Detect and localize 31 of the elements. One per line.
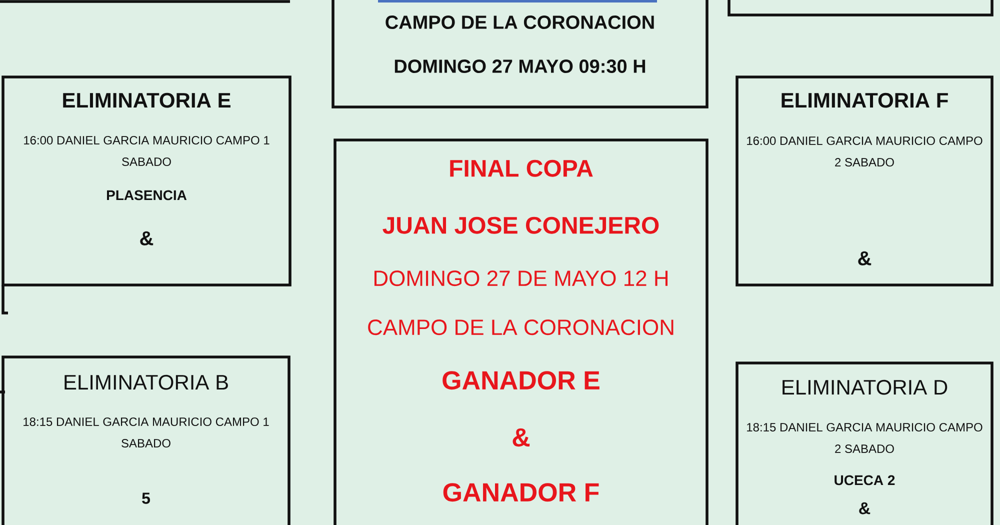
match-title: ELIMINATORIA D (782, 380, 948, 395)
ampersand: & (140, 231, 154, 246)
date-text: DOMINGO 27 DE MAYO 12 H (374, 270, 668, 286)
team-slot: GANADOR E (442, 371, 600, 390)
match-title: ELIMINATORIA F (782, 92, 948, 108)
match-time: 18:15 DANIEL GARCIA MAURICIO CAMPO 1 SABADO (24, 418, 269, 448)
match-box (728, 0, 994, 16)
ampersand: & (512, 428, 530, 447)
cup-name: JUAN JOSE CONEJERO (382, 216, 659, 234)
final-title: FINAL COPA (450, 160, 593, 177)
ampersand: & (859, 502, 870, 514)
match-box (0, 0, 290, 3)
venue-text: CAMPO DE LA CORONACION (386, 16, 654, 29)
team-name: PLASENCIA (107, 190, 187, 200)
match-time: 18:15 DANIEL GARCIA MAURICIO CAMPO 2 SABADO (747, 423, 982, 453)
match-title: ELIMINATORIA B (64, 374, 228, 390)
match-box (736, 362, 994, 525)
date-text: DOMINGO 27 MAYO 09:30 H (394, 60, 646, 74)
match-box (736, 76, 994, 286)
score: 5 (142, 492, 150, 504)
match-time: 16:00 DANIEL GARCIA MAURICIO CAMPO 2 SABADO (747, 136, 982, 166)
match-box (332, 0, 708, 108)
match-title: ELIMINATORIA E (63, 92, 230, 108)
venue-text: CAMPO DE LA CORONACION (368, 320, 674, 336)
match-box (2, 76, 292, 286)
ampersand: & (858, 251, 872, 266)
match-time: 16:00 DANIEL GARCIA MAURICIO CAMPO 1 SABADO (24, 136, 270, 166)
team-slot: GANADOR F (443, 483, 599, 502)
final-box (334, 138, 708, 525)
team-name: UCECA 2 (834, 475, 895, 486)
match-box (2, 356, 290, 525)
